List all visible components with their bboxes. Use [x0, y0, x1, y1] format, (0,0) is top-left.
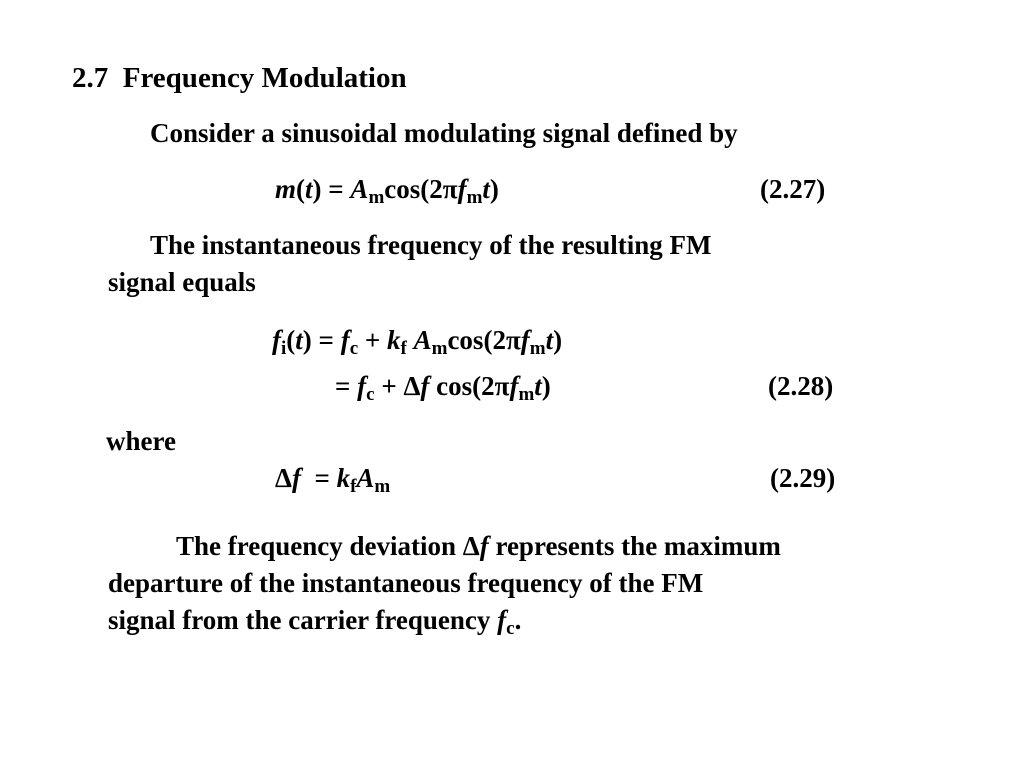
- sub-m: m: [529, 338, 546, 359]
- sym-plus: +: [381, 371, 397, 401]
- section-heading: 2.7 Frequency Modulation: [72, 64, 407, 93]
- sym-k: k: [336, 463, 351, 493]
- sym-rparen: ): [541, 371, 551, 401]
- sym-t: t: [482, 174, 490, 204]
- section-title: Frequency Modulation: [122, 62, 407, 94]
- sym-lparen: (: [472, 371, 482, 401]
- sym-f: f: [520, 325, 530, 355]
- inst-text-line2: signal equals: [108, 267, 256, 297]
- sub-c: c: [506, 618, 515, 639]
- sym-t: t: [305, 174, 313, 204]
- sym-f: f: [457, 174, 467, 204]
- sub-m: m: [466, 187, 483, 208]
- equation-2-28-line1: fi(t) = fc + kf Amcos(2πfmt): [272, 325, 563, 359]
- sym-pi: π: [505, 325, 521, 355]
- inst-text-line1: The instantaneous frequency of the resul…: [150, 230, 712, 260]
- sym-equals: =: [335, 371, 351, 401]
- sym-rparen: ): [489, 174, 499, 204]
- sub-c: c: [349, 338, 359, 359]
- dev-text-line1: The frequency deviation Δf represents th…: [176, 533, 781, 560]
- sym-delta: Δ: [462, 531, 480, 561]
- sym-equals: =: [314, 463, 330, 493]
- sym-A: A: [413, 325, 432, 355]
- sym-two: 2: [481, 371, 495, 401]
- equation-number-2-29: (2.29): [770, 463, 836, 493]
- sym-lparen: (: [420, 174, 430, 204]
- sym-rparen: ): [312, 174, 322, 204]
- sym-m: m: [275, 174, 297, 204]
- sub-f: f: [350, 476, 357, 497]
- equation-number-2-27: (2.27): [760, 174, 826, 204]
- intro-text: Consider a sinusoidal modulating signal …: [150, 120, 738, 147]
- sym-rparen: ): [302, 325, 312, 355]
- sym-A: A: [350, 174, 369, 204]
- sym-t: t: [534, 371, 542, 401]
- equation-number-2-28: (2.28): [768, 371, 834, 401]
- dev-text-part-b: represents the maximum: [488, 531, 781, 561]
- sym-rparen: ): [553, 325, 563, 355]
- sym-delta: Δ: [275, 463, 292, 493]
- sym-two: 2: [429, 174, 443, 204]
- sym-delta: Δ: [403, 371, 421, 401]
- where-text: where: [106, 426, 176, 456]
- sym-f: f: [272, 325, 281, 355]
- sym-f: f: [357, 371, 367, 401]
- dev-text-line2: departure of the instantaneous frequency…: [108, 568, 704, 598]
- sym-equals: =: [328, 174, 344, 204]
- sub-m: m: [431, 338, 448, 359]
- sym-f: f: [340, 325, 350, 355]
- equation-2-28-line2: = fc + Δf cos(2πfmt): [335, 371, 551, 405]
- sym-f: f: [497, 605, 507, 635]
- sym-lparen: (: [483, 325, 493, 355]
- sym-f: f: [509, 371, 519, 401]
- equation-2-29: Δf = kfAm: [275, 463, 390, 497]
- sym-cos: cos: [384, 174, 421, 204]
- dev-text-part-a: The frequency deviation: [176, 531, 463, 561]
- dev-text-line3-text: signal from the carrier frequency: [108, 605, 498, 635]
- section-number: 2.7: [72, 62, 109, 94]
- intro-sentence: Consider a sinusoidal modulating signal …: [150, 118, 738, 148]
- sym-cos: cos: [447, 325, 484, 355]
- sym-lparen: (: [296, 174, 306, 204]
- sym-t: t: [545, 325, 554, 355]
- sym-pi: π: [494, 371, 510, 401]
- sym-t: t: [295, 325, 303, 355]
- dev-text-line3: signal from the carrier frequency fc.: [108, 605, 522, 639]
- sym-lparen: (: [286, 325, 296, 355]
- sym-f: f: [420, 371, 430, 401]
- sym-plus: +: [364, 325, 381, 355]
- sym-f: f: [479, 531, 489, 561]
- sym-period: .: [514, 605, 522, 635]
- sub-m: m: [374, 476, 391, 497]
- equation-2-27: m(t) = Amcos(2πfmt): [275, 174, 499, 208]
- sub-c: c: [366, 384, 375, 405]
- sub-m: m: [368, 187, 385, 208]
- sym-k: k: [387, 325, 401, 355]
- sym-cos: cos: [436, 371, 473, 401]
- sym-pi: π: [442, 174, 458, 204]
- sym-A: A: [356, 463, 375, 493]
- sym-two: 2: [492, 325, 506, 355]
- sub-m: m: [518, 384, 535, 405]
- sub-f: f: [400, 338, 407, 359]
- sym-equals: =: [318, 325, 334, 355]
- sym-f: f: [291, 463, 301, 493]
- sub-i: i: [281, 338, 287, 359]
